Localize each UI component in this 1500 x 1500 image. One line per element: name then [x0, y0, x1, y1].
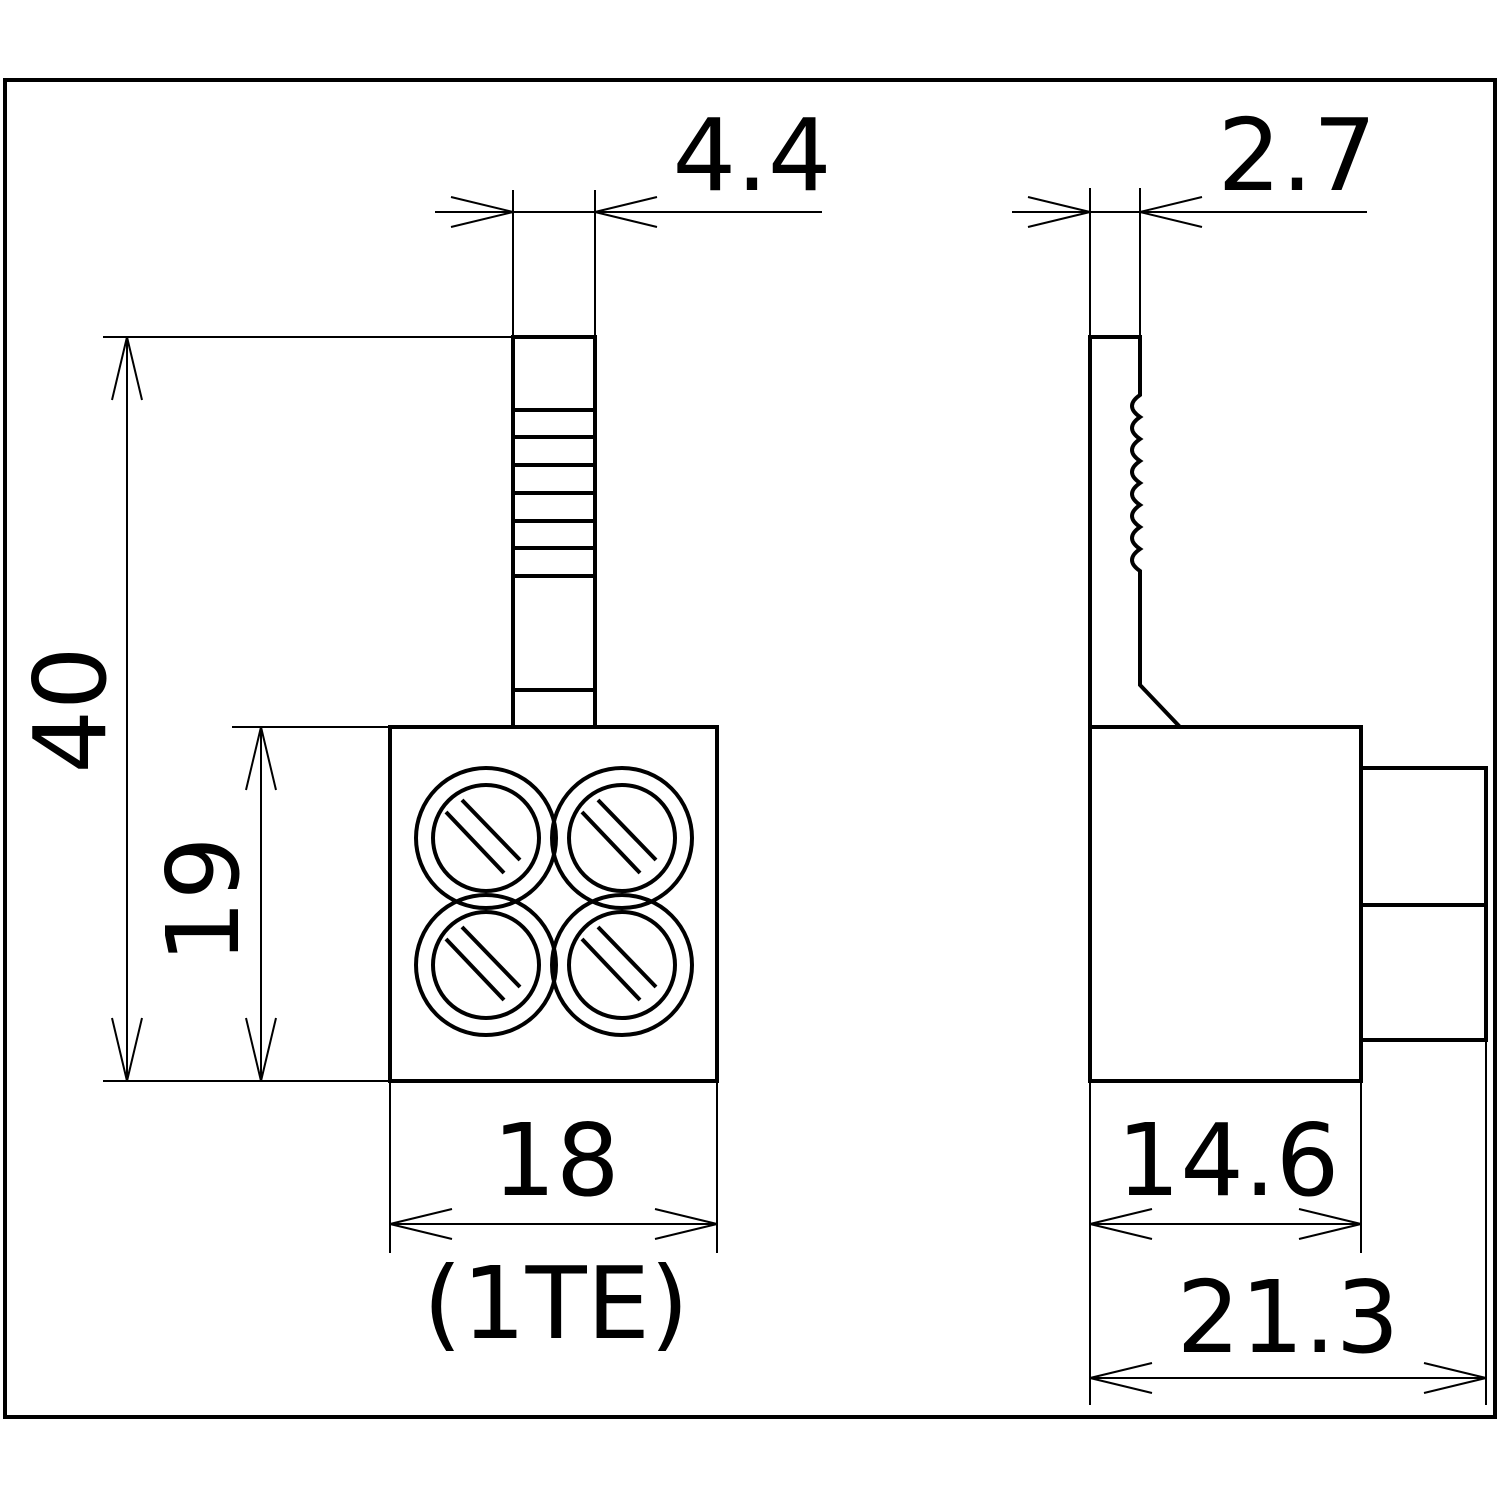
- dimension-body-height: 19: [145, 726, 390, 1082]
- dim-label-total-height: 40: [12, 646, 129, 773]
- dim-label-body-width: 18: [492, 1102, 619, 1219]
- dim-label-tab-width: 4.4: [672, 97, 831, 214]
- side-tab: [1088, 335, 1182, 729]
- dimension-body-width: 18 (1TE): [389, 1081, 718, 1362]
- dimension-tab-width: 4.4: [435, 97, 832, 337]
- dimension-total-depth: 21.3: [1089, 1040, 1487, 1405]
- side-view: 2.7 14.6 21.3: [1012, 97, 1488, 1405]
- front-body: [388, 725, 719, 1083]
- dim-label-width-note: (1TE): [423, 1245, 689, 1362]
- side-body: [1088, 725, 1363, 1083]
- tab-grip-lines: [513, 408, 595, 692]
- dimension-total-height: 40: [12, 336, 513, 1082]
- dim-label-body-height: 19: [145, 836, 262, 963]
- screw-top-right: [550, 766, 694, 910]
- front-view: 4.4 40 19 18 (1TE): [12, 97, 832, 1362]
- screw-bottom-right: [550, 893, 694, 1037]
- dim-label-tab-thickness: 2.7: [1217, 97, 1376, 214]
- front-tab: [511, 335, 597, 729]
- drawing-frame: [3, 78, 1497, 1419]
- screw-terminals: [414, 766, 694, 1037]
- dimension-tab-thickness: 2.7: [1012, 97, 1377, 337]
- screw-top-left: [414, 766, 558, 910]
- screw-bottom-left: [414, 893, 558, 1037]
- dim-label-body-depth: 14.6: [1117, 1102, 1340, 1219]
- dimension-body-depth: 14.6: [1089, 1081, 1362, 1405]
- dim-label-total-depth: 21.3: [1177, 1259, 1400, 1376]
